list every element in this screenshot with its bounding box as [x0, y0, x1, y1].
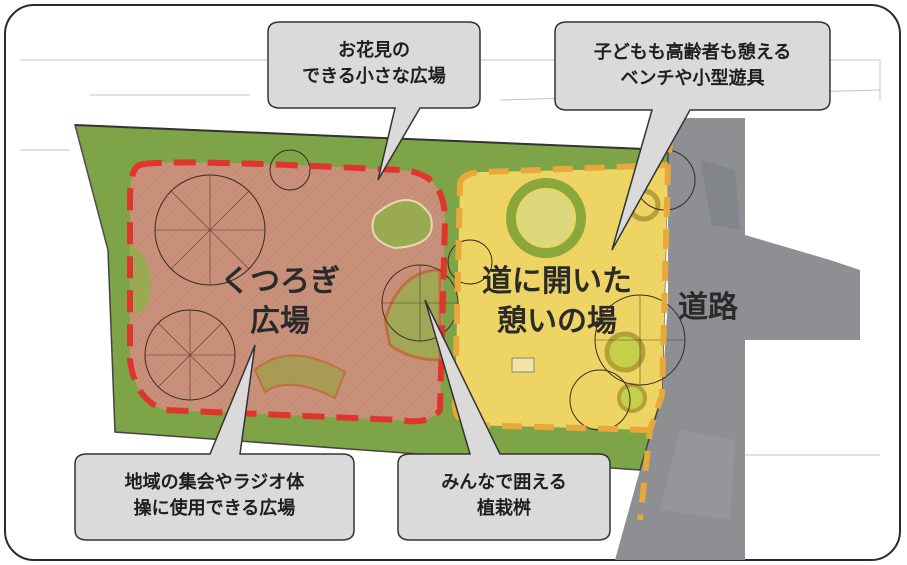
callout-community-text: 地域の集会やラジオ体 操に使用できる広場 [75, 470, 354, 522]
callout-planting-text: みんなで囲える 植栽桝 [398, 470, 610, 522]
callout-community-line1: 地域の集会やラジオ体 [124, 472, 305, 493]
play-equipment-icon [604, 331, 646, 373]
street-plaza-label-line1: 道に開いた [482, 264, 632, 299]
callout-community-line2: 操に使用できる広場 [133, 498, 296, 519]
plaza-label: くつろぎ 広場 [220, 262, 340, 342]
callout-community [74, 344, 355, 541]
plaza-planting-bed [383, 268, 442, 362]
callout-hanami-text: お花見の できる小さな広場 [268, 38, 480, 90]
road-label: 道路 [678, 290, 738, 325]
tree-canopy-spokes [145, 175, 685, 400]
plaza-planting-bed [253, 354, 347, 400]
bench-icon [511, 357, 535, 373]
callout-planting-line2: 植栽桝 [477, 498, 531, 519]
plaza-lawn-island [371, 199, 433, 250]
callout-children-line2: ベンチや小型遊具 [620, 68, 765, 89]
callout-planting-line1: みんなで囲える [441, 472, 567, 493]
callout-hanami [267, 21, 481, 181]
diagram-frame [4, 4, 901, 561]
play-equipment-icon [617, 383, 647, 413]
street-plaza-label-line2: 憩いの場 [497, 304, 617, 339]
callout-children-line1: 子どもも高齢者も憩える [593, 42, 792, 63]
street-plaza-label: 道に開いた 憩いの場 [472, 262, 642, 342]
callout-planting [397, 299, 611, 541]
callout-hanami-line2: できる小さな広場 [302, 66, 446, 87]
plaza-label-line2: 広場 [250, 304, 310, 339]
callout-children-text: 子どもも高齢者も憩える ベンチや小型遊具 [555, 40, 830, 92]
plaza-lawn-island [130, 245, 151, 314]
plaza-label-line1: くつろぎ [220, 264, 340, 299]
callout-hanami-line1: お花見の [338, 40, 410, 61]
plaza-outline [127, 159, 449, 425]
play-equipment-icon [506, 178, 586, 258]
callout-children [554, 21, 831, 251]
